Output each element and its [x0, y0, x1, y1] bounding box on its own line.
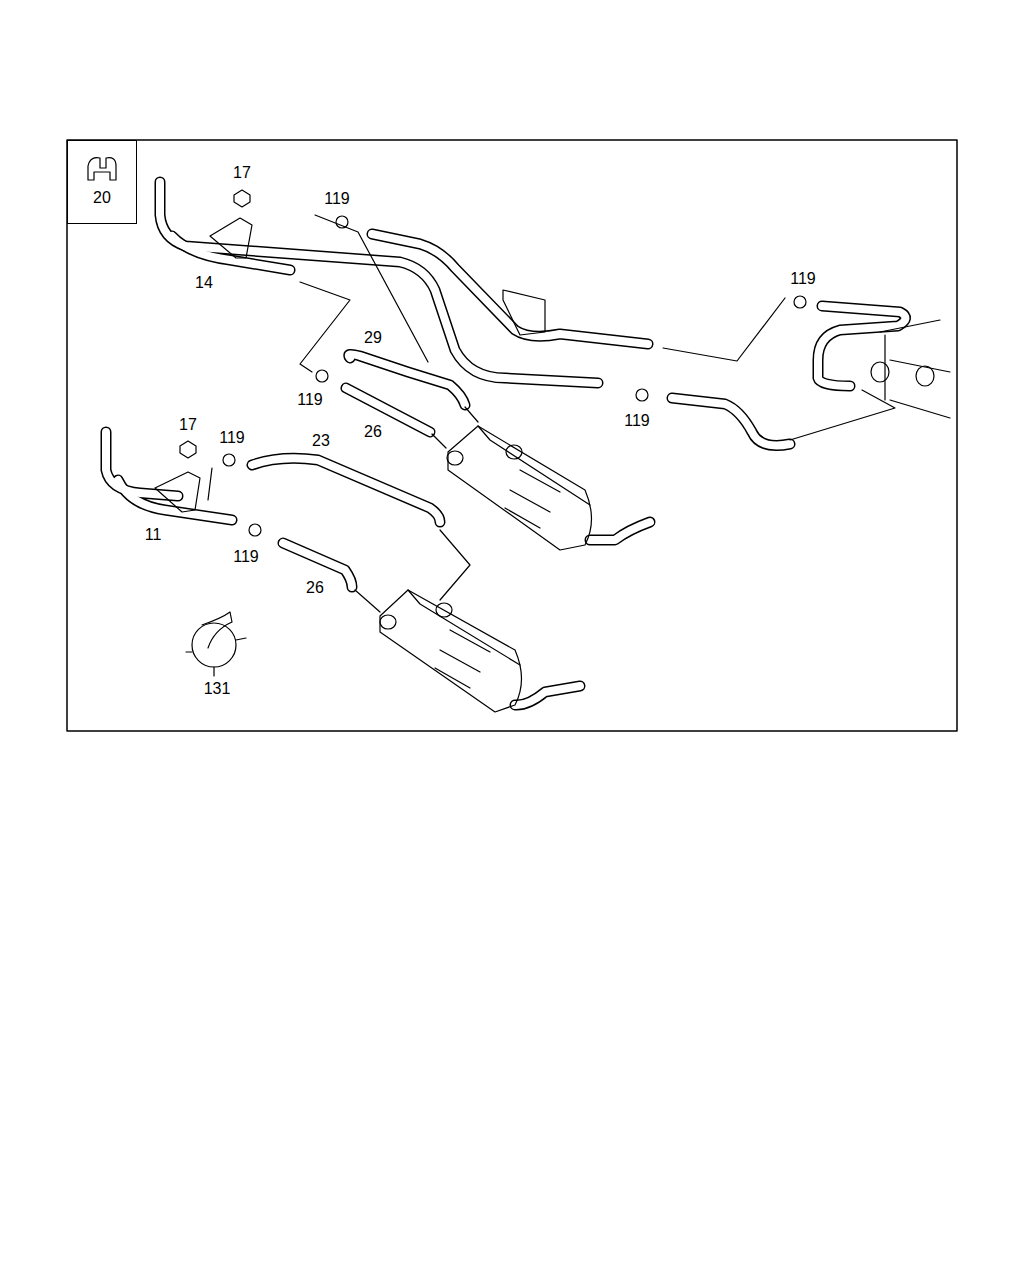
callout-number: 119 — [323, 190, 351, 208]
callout-number: 119 — [232, 548, 260, 566]
callout-number: 17 — [178, 416, 198, 434]
callout-number: 26 — [305, 579, 325, 597]
callout-number: 119 — [623, 412, 651, 430]
callout-number: 14 — [194, 274, 214, 292]
callout-number: 11 — [144, 526, 163, 544]
callout-number: 119 — [218, 429, 246, 447]
callout-number: 29 — [363, 329, 383, 347]
callout-number: 20 — [68, 189, 136, 207]
inset-box: 20 — [67, 140, 137, 224]
callout-number: 26 — [363, 423, 383, 441]
callout-number: 131 — [203, 680, 232, 698]
callout-number: 119 — [789, 270, 817, 288]
callout-number: 119 — [296, 391, 324, 409]
callout-number: 17 — [232, 164, 252, 182]
callout-number: 23 — [311, 432, 331, 450]
